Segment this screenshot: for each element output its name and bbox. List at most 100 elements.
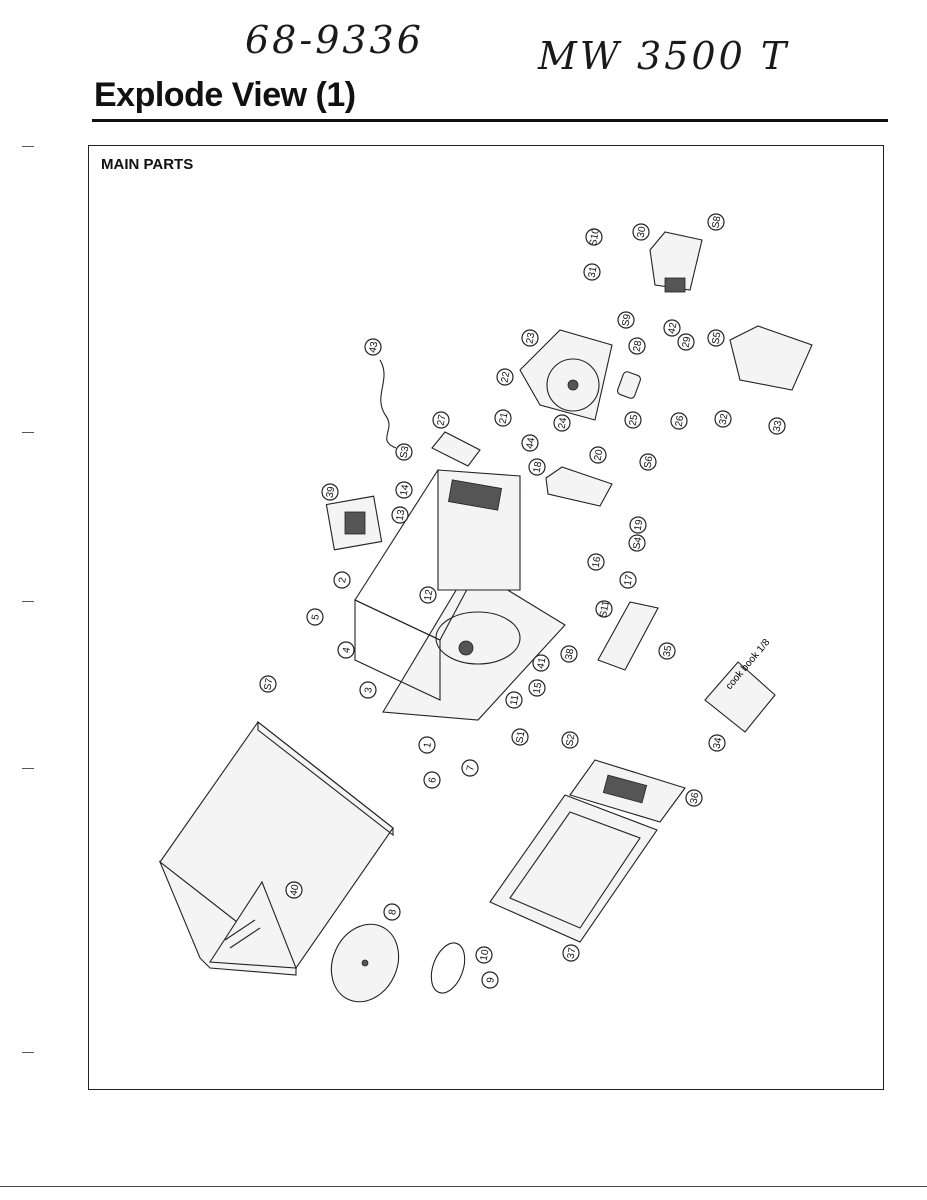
callout-20: 20	[589, 446, 607, 464]
callout-25: 25	[624, 411, 642, 429]
callout-7: 7	[461, 759, 479, 777]
svg-text:S9: S9	[621, 313, 634, 327]
waveguide-cover	[431, 431, 481, 467]
callout-24: 24	[553, 414, 571, 432]
callout-5: 5	[306, 608, 324, 626]
svg-text:15: 15	[532, 681, 545, 694]
callout-42: 42	[663, 319, 681, 337]
callout-9: 9	[481, 971, 499, 989]
callout-8: 8	[383, 903, 401, 921]
callout-3: 3	[359, 681, 377, 699]
svg-text:41: 41	[536, 656, 549, 669]
handwritten-model-number: MW 3500 T	[538, 34, 790, 78]
callout-28: 28	[628, 337, 646, 355]
callout-s8: S8	[707, 213, 725, 231]
callout-34: 34	[708, 734, 726, 752]
svg-text:7: 7	[465, 764, 477, 772]
title-rule	[92, 119, 888, 122]
handwritten-part-number: 68-9336	[245, 18, 424, 62]
svg-text:11: 11	[509, 694, 522, 707]
svg-text:S4: S4	[632, 536, 645, 550]
callout-4: 4	[337, 641, 355, 659]
diagram-frame	[88, 145, 884, 1090]
svg-text:14: 14	[399, 483, 412, 496]
callout-29: 29	[677, 333, 695, 351]
svg-text:31: 31	[587, 265, 600, 278]
callout-31: 31	[583, 263, 601, 281]
svg-text:20: 20	[593, 448, 606, 461]
callout-6: 6	[423, 771, 441, 789]
svg-text:35: 35	[662, 644, 675, 657]
callout-s9: S9	[617, 311, 635, 329]
back-plate	[729, 325, 813, 391]
svg-text:S1: S1	[515, 730, 528, 744]
svg-text:43: 43	[368, 340, 381, 353]
callout-26: 26	[670, 412, 688, 430]
latch-board	[545, 466, 613, 507]
svg-text:S6: S6	[643, 455, 656, 469]
svg-text:44: 44	[525, 436, 538, 449]
callout-s1: S1	[511, 728, 529, 746]
svg-text:33: 33	[772, 419, 785, 432]
svg-text:5: 5	[310, 613, 322, 621]
svg-text:42: 42	[667, 321, 680, 334]
svg-text:2: 2	[337, 576, 349, 584]
svg-text:S7: S7	[263, 677, 276, 691]
callout-14: 14	[395, 481, 413, 499]
magnetron	[649, 231, 703, 293]
callout-35: 35	[658, 642, 676, 660]
callout-s2: S2	[561, 731, 579, 749]
callout-43: 43	[364, 338, 382, 356]
callout-37: 37	[562, 944, 580, 962]
svg-text:29: 29	[681, 335, 694, 348]
svg-text:37: 37	[566, 946, 579, 959]
svg-text:S8: S8	[711, 215, 724, 229]
svg-text:S2: S2	[565, 733, 578, 747]
svg-text:32: 32	[718, 412, 731, 425]
turntable-tray	[330, 923, 400, 1003]
svg-text:8: 8	[387, 908, 399, 916]
svg-text:36: 36	[689, 791, 702, 804]
callout-12: 12	[419, 586, 437, 604]
callout-s5: S5	[707, 329, 725, 347]
svg-text:23: 23	[525, 331, 538, 344]
callout-30: 30	[632, 223, 650, 241]
svg-text:10: 10	[479, 948, 492, 961]
svg-text:1: 1	[422, 741, 434, 749]
callout-39: 39	[321, 483, 339, 501]
margin-mark	[22, 601, 34, 602]
callout-21: 21	[494, 409, 512, 427]
svg-text:19: 19	[633, 518, 646, 531]
margin-mark	[22, 768, 34, 769]
cook-book-card	[704, 661, 776, 733]
svg-text:38: 38	[564, 647, 577, 660]
door-assembly	[489, 794, 658, 943]
roller-ring	[430, 942, 466, 994]
callout-s10: S10	[585, 227, 603, 247]
control-panel	[569, 759, 686, 823]
svg-text:25: 25	[628, 413, 641, 426]
callout-44: 44	[521, 434, 539, 452]
svg-text:12: 12	[423, 588, 436, 601]
callout-10: 10	[475, 946, 493, 964]
svg-text:9: 9	[485, 976, 497, 984]
svg-text:28: 28	[632, 339, 645, 352]
callout-22: 22	[496, 368, 514, 386]
callout-13: 13	[391, 506, 409, 524]
callout-s4: S4	[628, 534, 646, 552]
svg-text:S11: S11	[598, 599, 612, 618]
svg-text:40: 40	[289, 883, 302, 896]
callout-41: 41	[532, 654, 550, 672]
margin-mark	[22, 1052, 34, 1053]
hv-capacitor	[617, 371, 641, 399]
callout-27: 27	[432, 411, 450, 429]
svg-text:13: 13	[395, 508, 408, 521]
svg-text:27: 27	[436, 413, 449, 426]
page-bottom-rule	[0, 1186, 927, 1187]
svg-text:30: 30	[636, 225, 649, 238]
svg-text:22: 22	[500, 370, 513, 383]
callout-33: 33	[768, 417, 786, 435]
callout-38: 38	[560, 645, 578, 663]
svg-text:6: 6	[427, 776, 439, 784]
section-label: MAIN PARTS	[101, 156, 194, 173]
